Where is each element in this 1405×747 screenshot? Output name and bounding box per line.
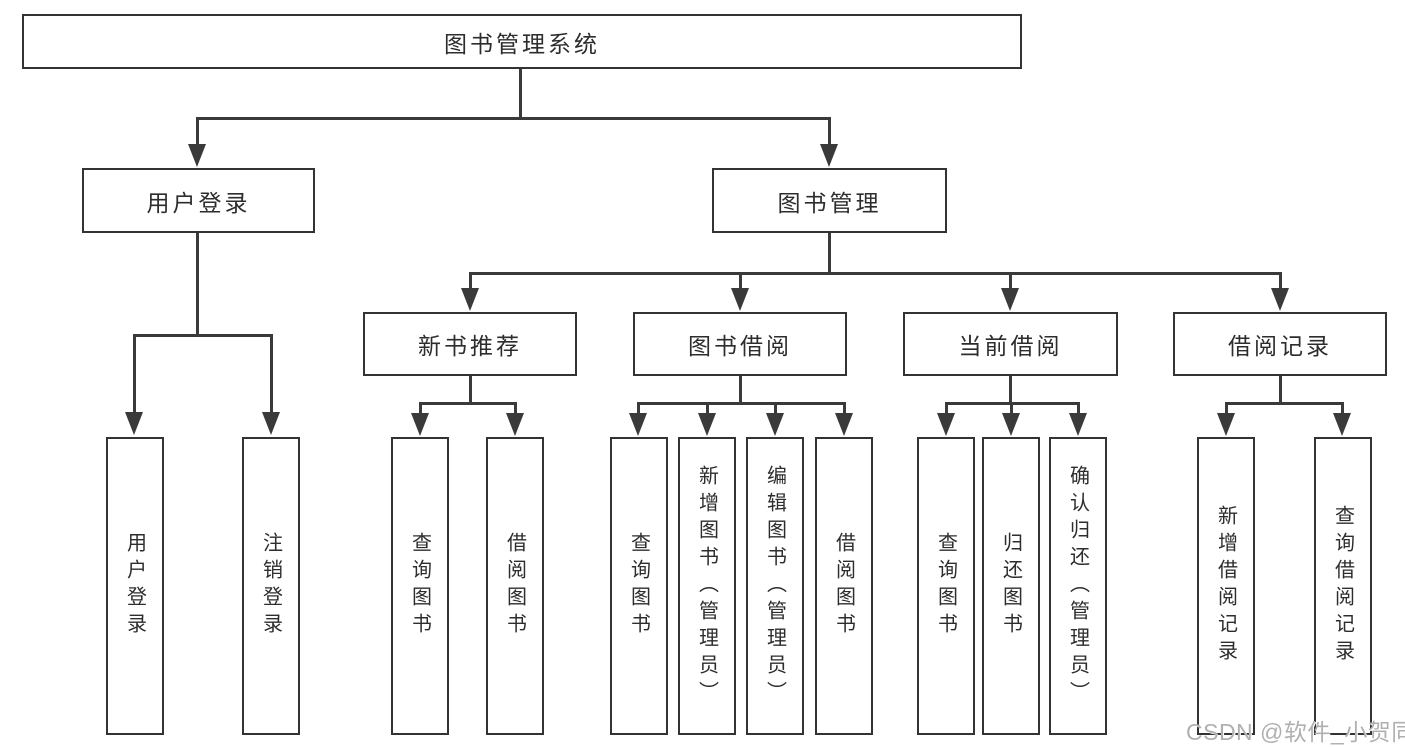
leaf-current-confirm-return-admin: 确认归还（管理员）	[1049, 437, 1107, 735]
connector-drop	[133, 334, 136, 413]
arrow-down-icon	[731, 288, 749, 311]
connector-drop	[774, 402, 777, 413]
arrow-down-icon	[835, 413, 853, 436]
csdn-watermark: CSDN @软件_小贺同学	[1186, 719, 1405, 745]
arrow-down-icon	[125, 412, 143, 435]
connector-drop	[1341, 402, 1344, 413]
connector-drop	[514, 402, 517, 413]
node-book-management: 图书管理	[712, 168, 947, 233]
leaf-borrow-edit-books-admin: 编辑图书（管理员）	[746, 437, 804, 735]
connector-newrec-bar	[419, 402, 516, 405]
arrow-down-icon	[1002, 413, 1020, 436]
connector-current-stem	[1009, 376, 1012, 403]
arrow-down-icon	[506, 413, 524, 436]
connector-drop	[945, 402, 948, 413]
arrow-down-icon	[461, 288, 479, 311]
connector-drop	[1279, 272, 1282, 289]
connector-drop	[637, 402, 640, 413]
arrow-down-icon	[1271, 288, 1289, 311]
arrow-down-icon	[698, 413, 716, 436]
connector-records-stem	[1279, 376, 1282, 403]
connector-root-stem	[519, 69, 522, 118]
connector-newrec-stem	[469, 376, 472, 403]
connector-drop	[843, 402, 846, 413]
arrow-down-icon	[188, 144, 206, 167]
leaf-newrec-query-books: 查询图书	[391, 437, 449, 735]
connector-userlogin-bar	[133, 334, 272, 337]
connector-drop	[1077, 402, 1080, 413]
connector-records-bar	[1225, 402, 1343, 405]
connector-bookmgmt-stem	[828, 233, 831, 273]
arrow-down-icon	[766, 413, 784, 436]
leaf-borrow-query-books: 查询图书	[610, 437, 668, 735]
node-library-management-system: 图书管理系统	[22, 14, 1022, 69]
leaf-borrow-add-books-admin: 新增图书（管理员）	[678, 437, 736, 735]
arrow-down-icon	[262, 412, 280, 435]
leaf-user-login: 用户登录	[106, 437, 164, 735]
leaf-records-query-record: 查询借阅记录	[1314, 437, 1372, 735]
leaf-records-add-record: 新增借阅记录	[1197, 437, 1255, 735]
connector-drop	[706, 402, 709, 413]
connector-level2-bar	[196, 117, 830, 120]
connector-drop	[419, 402, 422, 413]
arrow-down-icon	[1001, 288, 1019, 311]
connector-drop	[196, 117, 199, 148]
connector-drop	[739, 272, 742, 289]
connector-level3-bar	[469, 272, 1281, 275]
connector-drop	[1010, 402, 1013, 413]
node-book-borrowing: 图书借阅	[633, 312, 847, 376]
leaf-borrow-borrow-books: 借阅图书	[815, 437, 873, 735]
node-borrowing-records: 借阅记录	[1173, 312, 1387, 376]
connector-borrow-stem	[739, 376, 742, 403]
leaf-current-query-books: 查询图书	[917, 437, 975, 735]
arrow-down-icon	[1217, 413, 1235, 436]
connector-drop	[469, 272, 472, 289]
leaf-logout: 注销登录	[242, 437, 300, 735]
connector-drop	[1225, 402, 1228, 413]
connector-drop	[1009, 272, 1012, 289]
arrow-down-icon	[629, 413, 647, 436]
arrow-down-icon	[820, 144, 838, 167]
node-user-login: 用户登录	[82, 168, 315, 233]
node-new-book-recommendation: 新书推荐	[363, 312, 577, 376]
arrow-down-icon	[937, 413, 955, 436]
connector-borrow-bar	[637, 402, 845, 405]
leaf-newrec-borrow-books: 借阅图书	[486, 437, 544, 735]
connector-userlogin-stem	[196, 233, 199, 335]
connector-drop	[828, 117, 831, 148]
arrow-down-icon	[1333, 413, 1351, 436]
connector-drop	[270, 334, 273, 413]
arrow-down-icon	[411, 413, 429, 436]
arrow-down-icon	[1069, 413, 1087, 436]
node-current-borrowing: 当前借阅	[903, 312, 1118, 376]
leaf-current-return-books: 归还图书	[982, 437, 1040, 735]
